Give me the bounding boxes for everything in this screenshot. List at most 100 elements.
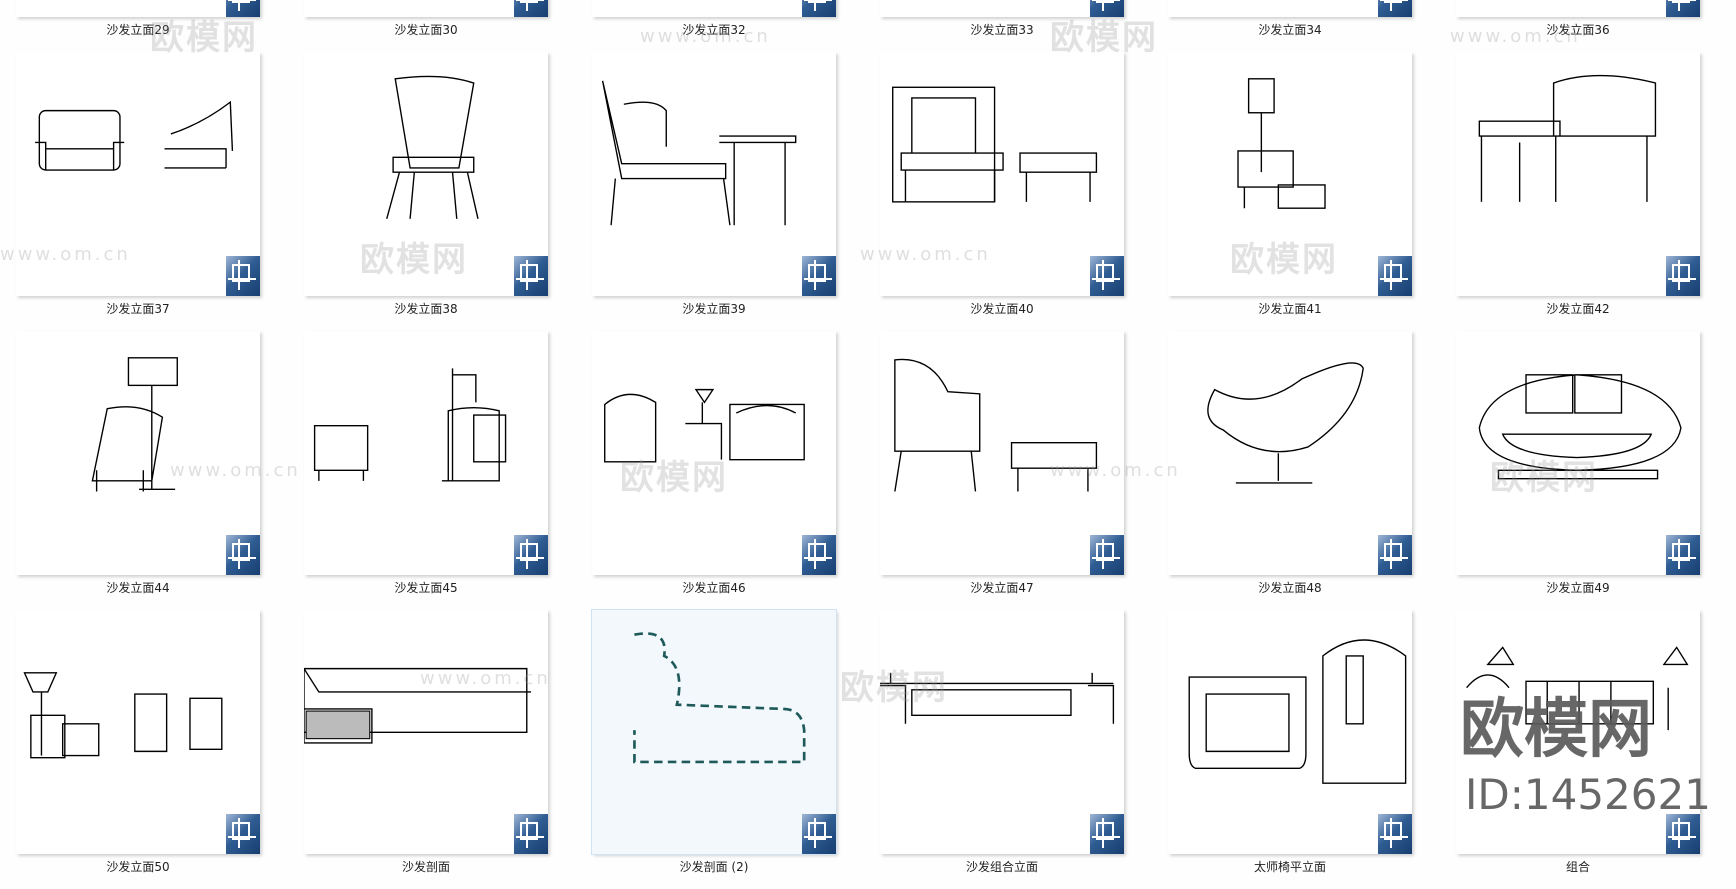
file-thumbnail[interactable]: 沙发立面37 xyxy=(0,52,290,331)
file-thumbnail[interactable]: 太师椅平立面 xyxy=(1152,610,1442,889)
file-thumbnail[interactable]: 沙发立面45 xyxy=(288,331,578,610)
thumbnail-frame xyxy=(592,52,836,296)
file-thumbnail[interactable]: 沙发立面42 xyxy=(1440,52,1730,331)
file-label: 沙发立面33 xyxy=(970,23,1034,37)
file-label: 沙发立面46 xyxy=(682,581,746,595)
cad-file-icon xyxy=(514,0,548,17)
file-thumbnail[interactable]: 沙发立面33 xyxy=(864,0,1154,52)
cad-file-icon xyxy=(514,535,548,575)
cad-file-icon xyxy=(1378,256,1412,296)
thumbnail-frame xyxy=(16,610,260,854)
thumbnail-frame xyxy=(592,0,836,17)
cad-file-icon xyxy=(226,256,260,296)
sofa-section-icon xyxy=(304,667,532,744)
cad-file-icon xyxy=(802,256,836,296)
file-thumbnail[interactable]: 组合 xyxy=(1440,610,1730,889)
armchair-ottoman-icon xyxy=(892,86,1098,203)
brand-logo-text: 欧模网 xyxy=(1460,693,1652,767)
file-label: 沙发立面39 xyxy=(682,302,746,316)
file-label: 沙发立面48 xyxy=(1258,581,1322,595)
thumbnail-frame xyxy=(880,52,1124,296)
file-thumbnail[interactable]: 沙发立面38 xyxy=(288,52,578,331)
file-label: 沙发立面34 xyxy=(1258,23,1322,37)
thumbnail-frame xyxy=(1456,52,1700,296)
cad-file-icon xyxy=(1378,814,1412,854)
thumbnail-frame xyxy=(880,610,1124,854)
chair-group-icon xyxy=(23,672,223,759)
file-thumbnail[interactable]: 沙发立面47 xyxy=(864,331,1154,610)
file-label: 沙发立面36 xyxy=(1546,23,1610,37)
thumbnail-frame xyxy=(1456,331,1700,575)
file-thumbnail[interactable]: 沙发立面46 xyxy=(576,331,866,610)
chairs-lamp-icon xyxy=(313,368,507,482)
sofa-profile-icon xyxy=(633,632,806,764)
chair-ottoman-icon xyxy=(894,358,1098,492)
file-thumbnail[interactable]: 沙发剖面 (2) xyxy=(576,609,866,889)
round-sofa-icon xyxy=(1478,374,1682,480)
thumbnail-frame xyxy=(1456,610,1700,854)
file-label: 沙发立面30 xyxy=(394,23,458,37)
file-label: 组合 xyxy=(1565,860,1590,874)
cad-file-icon xyxy=(802,814,836,854)
file-thumbnail[interactable]: 沙发立面29 xyxy=(0,0,290,52)
file-thumbnail[interactable]: 沙发立面49 xyxy=(1440,331,1730,610)
file-thumbnail[interactable]: 沙发立面36 xyxy=(1440,0,1730,52)
file-label: 沙发立面50 xyxy=(106,860,170,874)
cad-file-icon xyxy=(1090,0,1124,17)
cad-file-icon xyxy=(1378,535,1412,575)
thumbnail-frame xyxy=(1168,331,1412,575)
file-thumbnail[interactable]: 沙发立面30 xyxy=(288,0,578,52)
file-label: 沙发立面49 xyxy=(1546,581,1610,595)
cad-file-icon xyxy=(1666,256,1700,296)
cad-file-icon xyxy=(1090,814,1124,854)
thumbnail-frame xyxy=(1168,610,1412,854)
thumbnail-frame xyxy=(1168,0,1412,17)
file-thumbnail[interactable]: 沙发组合立面 xyxy=(864,610,1154,889)
file-label: 沙发立面42 xyxy=(1546,302,1610,316)
cad-file-icon xyxy=(226,0,260,17)
file-label: 太师椅平立面 xyxy=(1253,860,1326,874)
thumbnail-frame xyxy=(304,610,548,854)
brand-id: ID:1452621 xyxy=(1465,770,1711,819)
cad-file-icon xyxy=(514,814,548,854)
thumbnail-frame xyxy=(1168,52,1412,296)
cad-file-icon xyxy=(514,256,548,296)
thumbnail-frame xyxy=(16,0,260,17)
thumbnail-frame xyxy=(592,331,836,575)
cad-file-icon xyxy=(1666,814,1700,854)
thumbnail-frame xyxy=(880,0,1124,17)
thumbnail-frame xyxy=(880,331,1124,575)
file-thumbnail[interactable]: 沙发立面40 xyxy=(864,52,1154,331)
sofa-armchair-icon xyxy=(35,100,234,171)
file-label: 沙发立面37 xyxy=(106,302,170,316)
furniture-group-icon xyxy=(1466,646,1689,731)
file-thumbnail[interactable]: 沙发立面32 xyxy=(576,0,866,52)
file-thumbnail[interactable]: 沙发立面39 xyxy=(576,52,866,331)
file-thumbnail[interactable]: 沙发立面48 xyxy=(1152,331,1442,610)
file-label: 沙发立面41 xyxy=(1258,302,1322,316)
cad-file-icon xyxy=(226,535,260,575)
file-thumbnail[interactable]: 沙发立面44 xyxy=(0,331,290,610)
thumbnail-frame xyxy=(1456,0,1700,17)
thumbnail-frame xyxy=(16,331,260,575)
cad-file-icon xyxy=(1666,535,1700,575)
file-label: 沙发立面29 xyxy=(106,23,170,37)
cad-file-icon xyxy=(1090,256,1124,296)
file-thumbnail[interactable]: 沙发剖面 xyxy=(288,610,578,889)
file-label: 沙发立面44 xyxy=(106,581,170,595)
sofa-combo-icon xyxy=(880,672,1115,724)
file-thumbnail[interactable]: 沙发立面41 xyxy=(1152,52,1442,331)
file-label: 沙发立面38 xyxy=(394,302,458,316)
file-label: 沙发剖面 (2) xyxy=(679,860,749,874)
taishi-chair-icon xyxy=(1188,639,1407,784)
floor-lamp-chair-icon xyxy=(1237,78,1326,209)
sofa-set-icon xyxy=(604,388,805,463)
cad-file-icon xyxy=(226,814,260,854)
cad-file-icon xyxy=(1378,0,1412,17)
file-label: 沙发立面47 xyxy=(970,581,1034,595)
thumbnail-frame xyxy=(16,52,260,296)
file-thumbnail[interactable]: 沙发立面50 xyxy=(0,610,290,889)
file-thumbnail[interactable]: 沙发立面34 xyxy=(1152,0,1442,52)
thumbnail-frame xyxy=(304,331,548,575)
